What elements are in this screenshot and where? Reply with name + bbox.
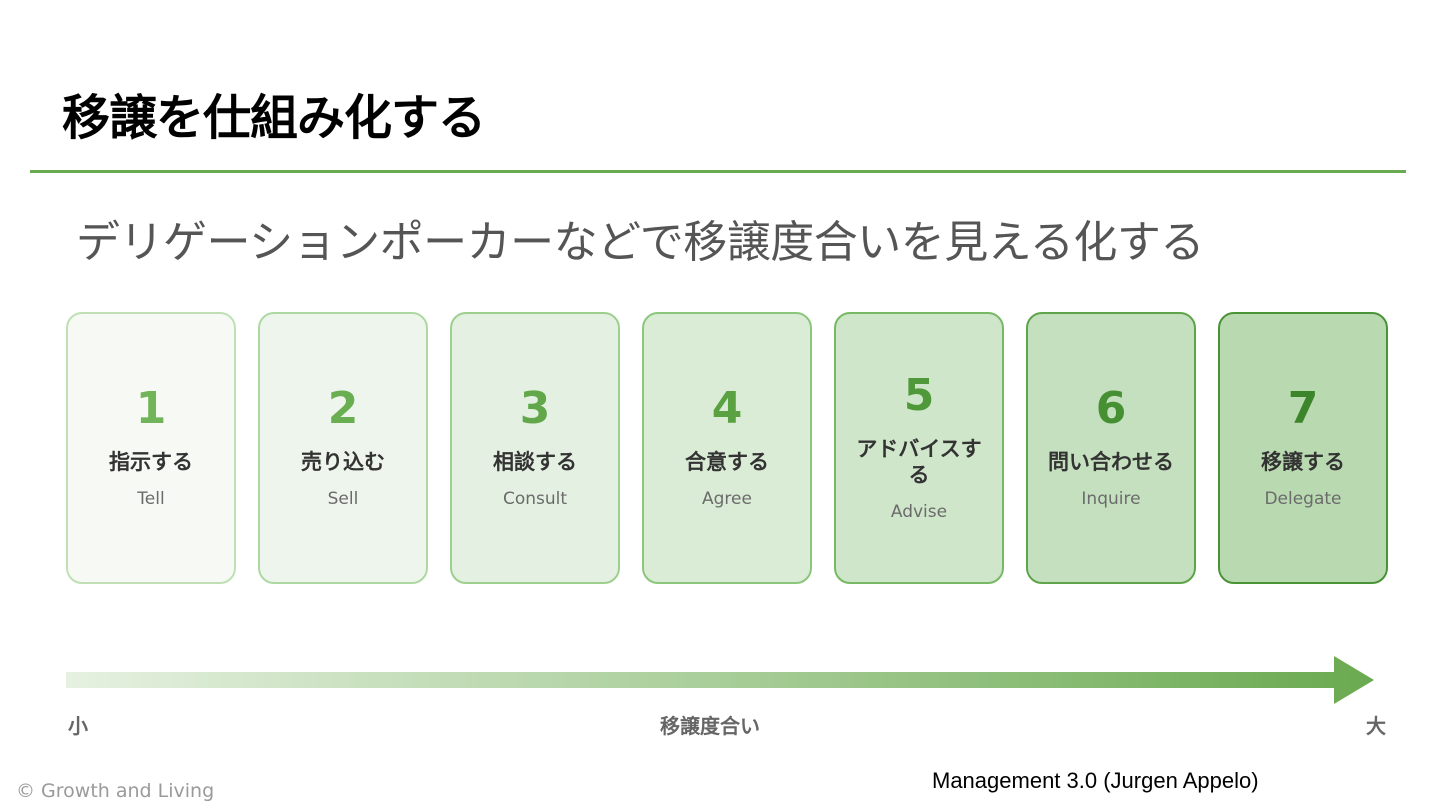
level-name-jp: 問い合わせる xyxy=(1048,449,1174,474)
level-name-en: Advise xyxy=(890,502,948,523)
level-name-jp: 合意する xyxy=(685,449,769,474)
level-name-en: Delegate xyxy=(1264,489,1342,510)
level-card-7: 7 移譲する Delegate xyxy=(1218,312,1388,584)
level-card-1: 1 指示する Tell xyxy=(66,312,236,584)
level-card-6: 6 問い合わせる Inquire xyxy=(1026,312,1196,584)
level-name-en: Inquire xyxy=(1081,489,1141,510)
slide-subtitle: デリゲーションポーカーなどで移譲度合いを見える化する xyxy=(76,217,1204,268)
slide-title: 移譲を仕組み化する xyxy=(62,90,486,146)
level-number: 7 xyxy=(1287,382,1319,434)
level-card-3: 3 相談する Consult xyxy=(450,312,620,584)
source-citation: Management 3.0 (Jurgen Appelo) xyxy=(932,768,1259,793)
level-card-4: 4 合意する Agree xyxy=(642,312,812,584)
level-name-en: Sell xyxy=(327,489,359,510)
level-card-2: 2 売り込む Sell xyxy=(258,312,428,584)
level-name-jp: 指示する xyxy=(109,449,193,474)
level-card-5: 5 アドバイスする Advise xyxy=(834,312,1004,584)
level-name-jp: 売り込む xyxy=(301,449,385,474)
level-name-en: Tell xyxy=(137,489,165,510)
scale-low-label: 小 xyxy=(68,714,88,738)
level-number: 1 xyxy=(135,382,167,434)
level-name-jp: 移譲する xyxy=(1261,449,1345,474)
title-divider xyxy=(30,170,1406,173)
level-number: 4 xyxy=(711,382,743,434)
level-name-en: Consult xyxy=(502,489,568,510)
scale-high-label: 大 xyxy=(1366,714,1386,738)
level-name-en: Agree xyxy=(702,489,752,510)
delegation-levels: 1 指示する Tell 2 売り込む Sell 3 相談する Consult 4… xyxy=(66,312,1388,584)
level-name-jp: 相談する xyxy=(493,449,577,474)
level-number: 6 xyxy=(1095,382,1127,434)
level-name-jp: アドバイスする xyxy=(856,436,982,487)
level-number: 2 xyxy=(327,382,359,434)
level-number: 5 xyxy=(903,369,935,421)
scale-axis-label: 移譲度合い xyxy=(660,714,760,738)
copyright-text: © Growth and Living xyxy=(16,780,215,802)
delegation-scale-arrow xyxy=(66,656,1374,704)
level-number: 3 xyxy=(519,382,551,434)
